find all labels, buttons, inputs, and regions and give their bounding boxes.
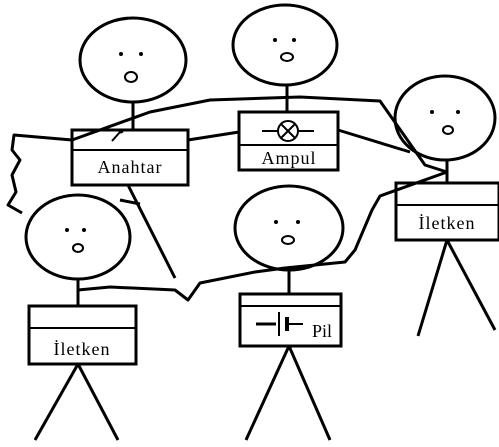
conductor-left-label: İletken <box>54 339 111 359</box>
person-bulb <box>231 3 340 172</box>
head <box>393 74 497 162</box>
switch-sign <box>70 128 190 187</box>
person-battery <box>233 184 345 441</box>
head <box>24 193 132 281</box>
switch-label: Anahtar <box>98 157 163 177</box>
bulb-label: Ampul <box>261 148 316 168</box>
head <box>233 184 345 272</box>
circuit-wire <box>6 95 448 302</box>
person-switch <box>70 16 190 279</box>
switch-symbol-icon <box>111 128 124 142</box>
battery-label: Pil <box>312 321 332 341</box>
head <box>78 16 188 104</box>
head <box>231 3 339 87</box>
lamp-symbol-icon <box>262 120 314 142</box>
conductor-right-label: İletken <box>419 213 476 233</box>
conductor-right-sign <box>394 181 499 242</box>
person-conductor-left <box>24 193 138 441</box>
battery-symbol-icon <box>256 312 303 336</box>
conductor-left-sign <box>27 304 138 366</box>
person-conductor-right <box>393 74 499 337</box>
